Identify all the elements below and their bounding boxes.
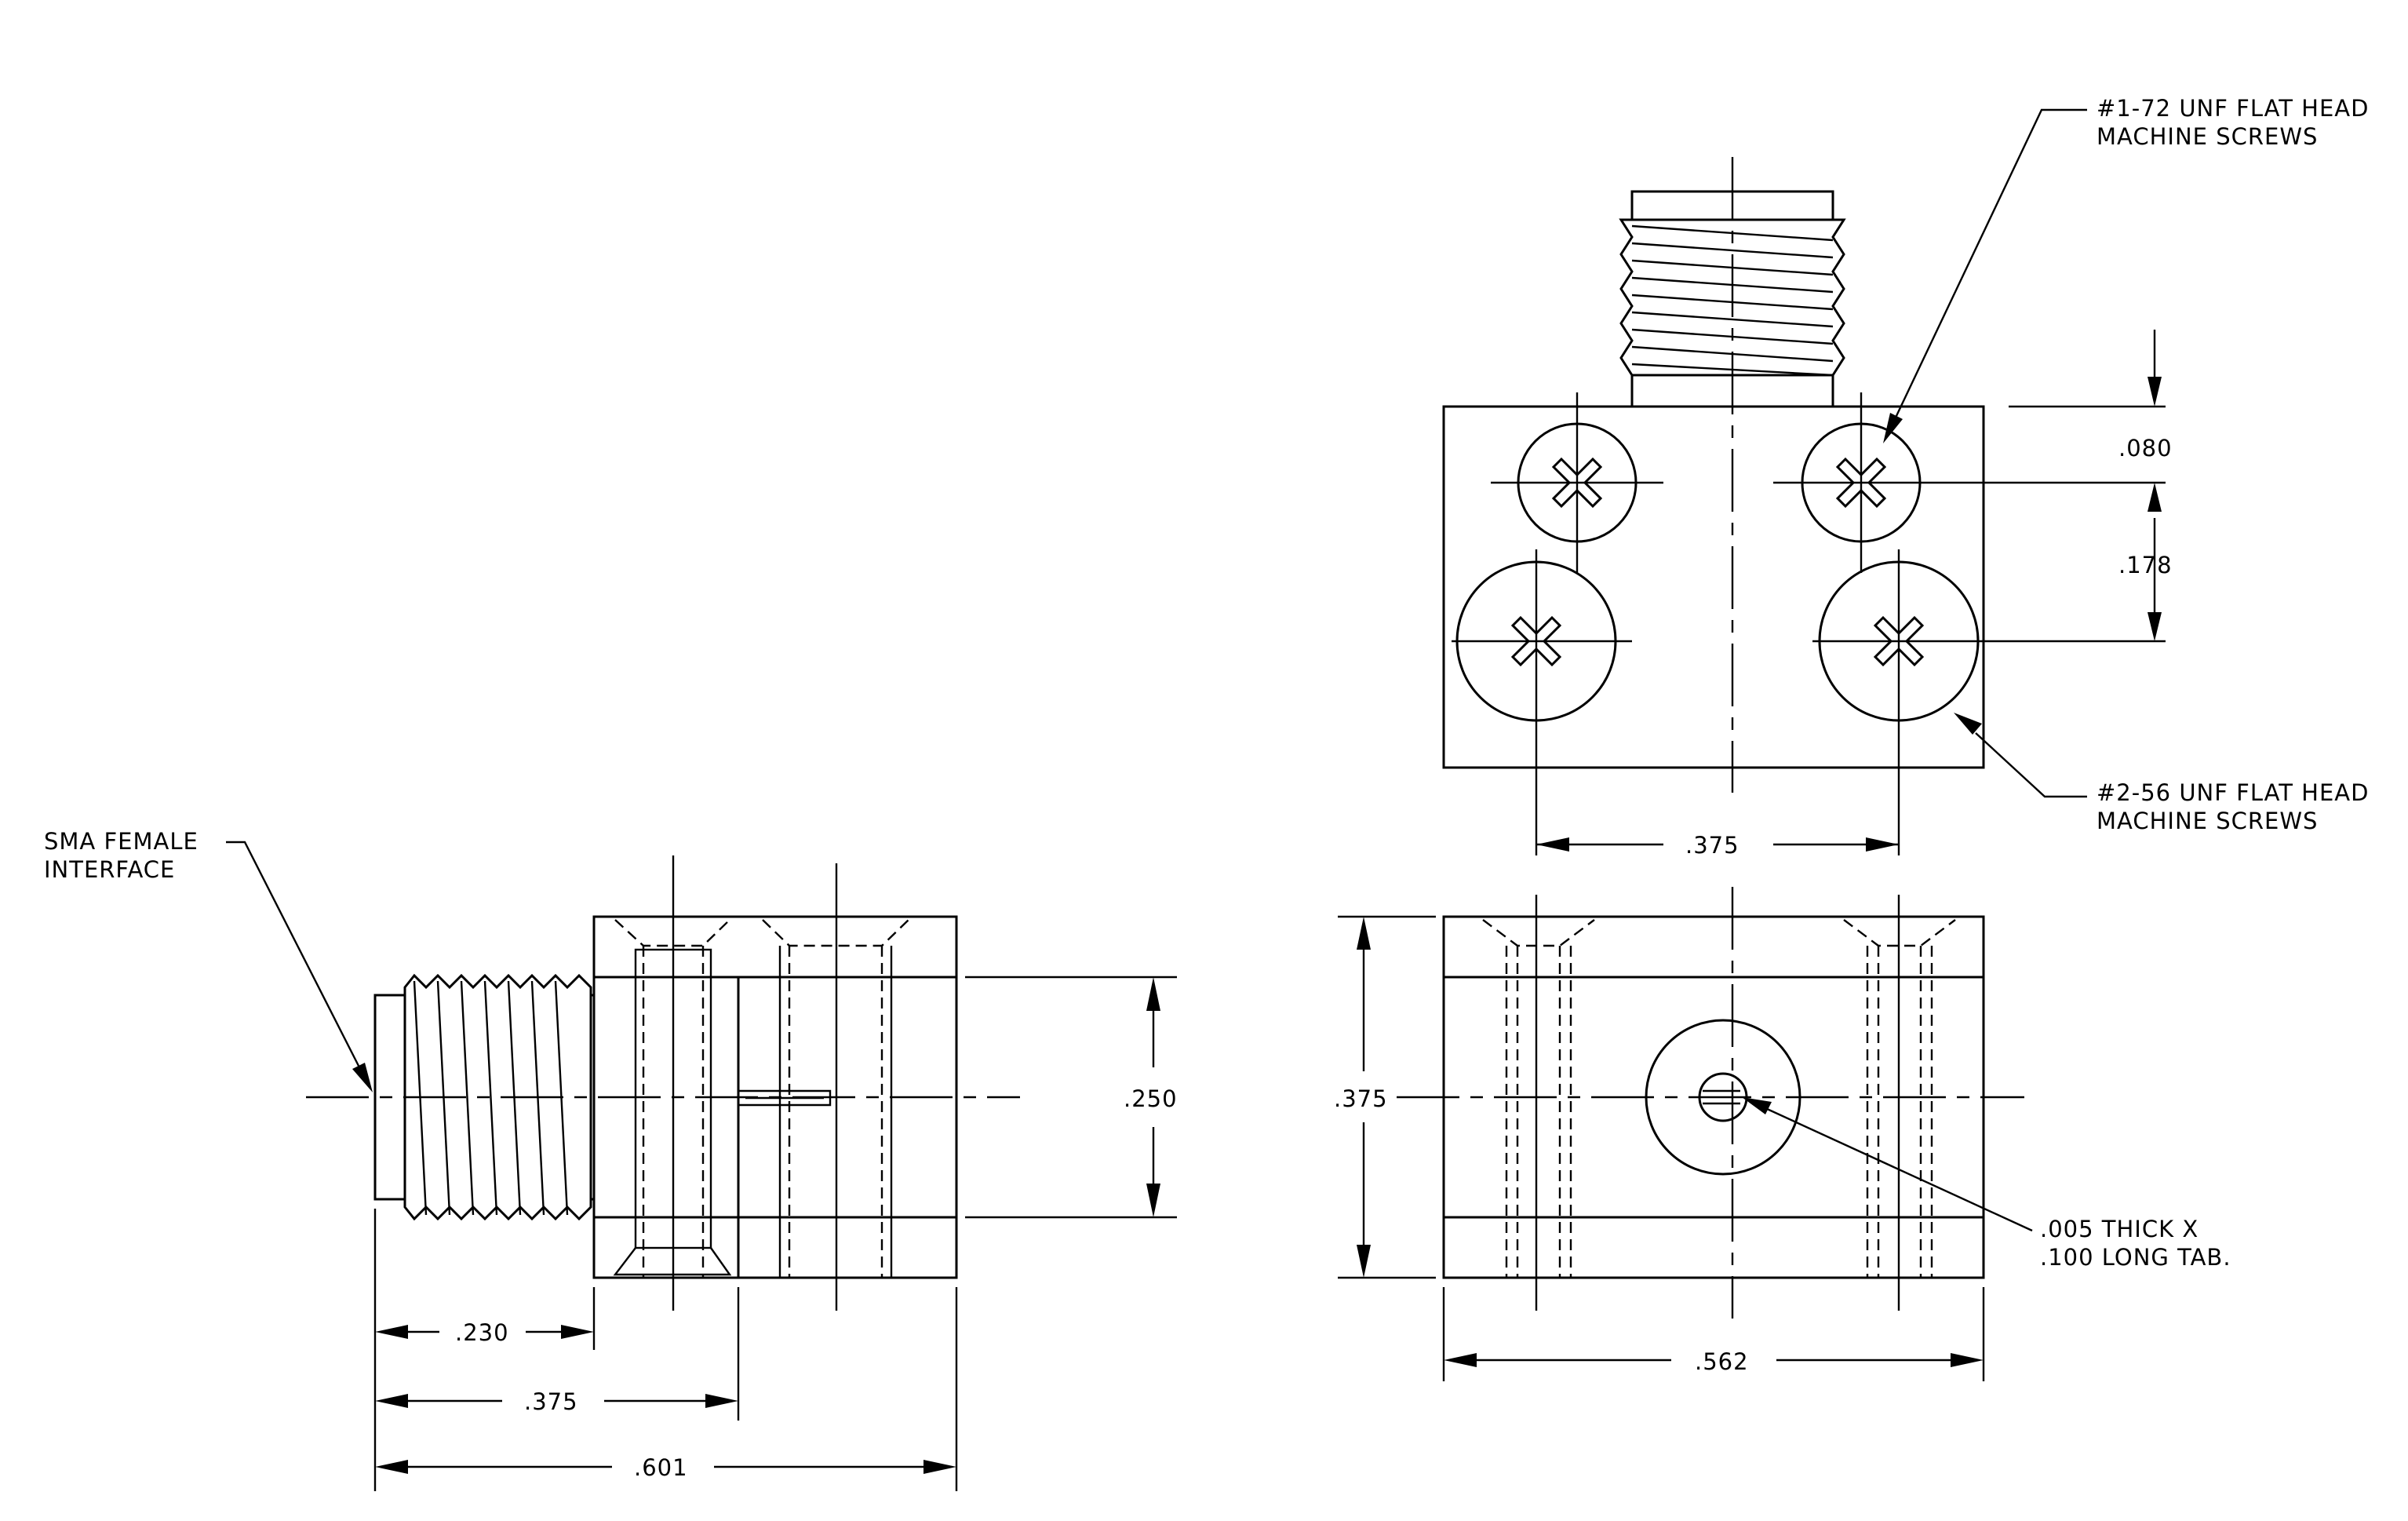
label-tab-line1: .005 THICK X: [2040, 1216, 2199, 1242]
dim-side-230: .230: [455, 1319, 509, 1346]
dim-front-375: .375: [1334, 1085, 1388, 1112]
label-screw-172-line2: MACHINE SCREWS: [2097, 123, 2318, 150]
side-view: .250 .230 .375 .601 SMA FEMALE INTERFACE: [44, 828, 1178, 1491]
top-body: [1442, 405, 1985, 769]
label-screw-256-line2: MACHINE SCREWS: [2097, 808, 2318, 834]
side-body: [592, 915, 958, 1279]
top-view: .080 .178 .375 #1-72 UNF FLAT HEAD MACHI…: [1442, 95, 2369, 859]
label-screw-256-line1: #2-56 UNF FLAT HEAD: [2097, 779, 2369, 806]
front-view: .375 .562 .005 THICK X .100 LONG TAB.: [1334, 887, 2231, 1381]
dim-top-080: .080: [2118, 435, 2173, 461]
dim-side-250: .250: [1124, 1085, 1178, 1112]
dim-side-375: .375: [524, 1388, 578, 1415]
dim-top-375: .375: [1685, 832, 1740, 859]
dim-side-601: .601: [634, 1454, 688, 1481]
label-screw-172-line1: #1-72 UNF FLAT HEAD: [2097, 95, 2369, 122]
label-sma-line1: SMA FEMALE: [44, 828, 199, 855]
label-sma-line2: INTERFACE: [44, 856, 175, 883]
dim-front-562: .562: [1695, 1348, 1749, 1375]
side-connector-thread: [403, 973, 592, 1221]
dim-top-178: .178: [2118, 552, 2173, 578]
label-tab-line2: .100 LONG TAB.: [2040, 1244, 2231, 1271]
